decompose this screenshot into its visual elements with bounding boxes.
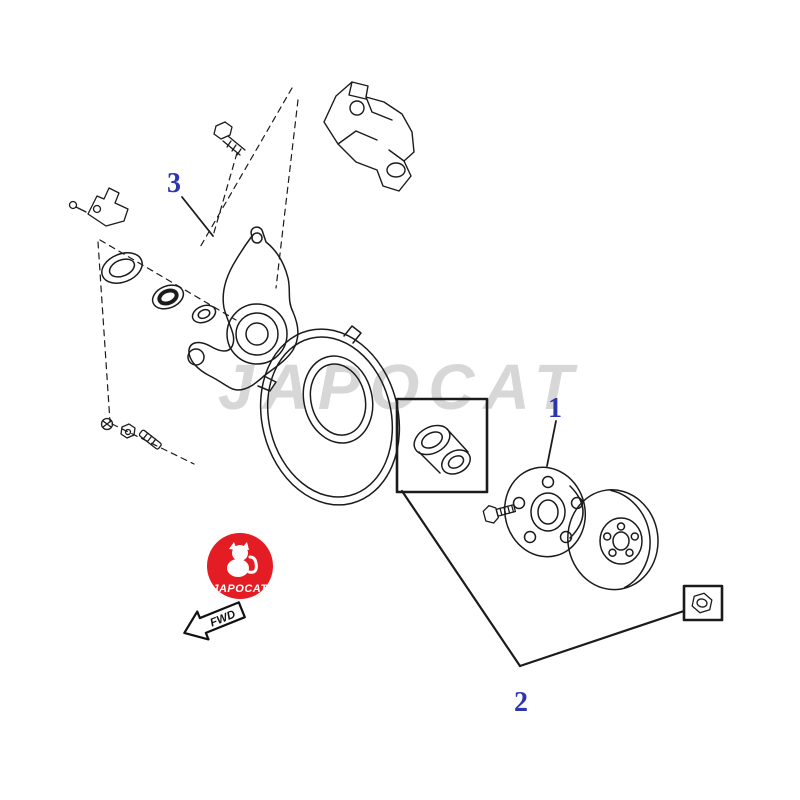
brand-logo-text: JAPOCAT: [212, 583, 268, 595]
brake-rotor: [567, 489, 659, 591]
small-fasteners: [100, 417, 162, 450]
leader-line-2: [400, 489, 686, 668]
callout-1[interactable]: 1: [548, 393, 562, 424]
brake-caliper: [323, 81, 415, 192]
callout-2[interactable]: 2: [514, 687, 528, 718]
hub-bolt: [482, 504, 517, 524]
knuckle-seals: [101, 252, 217, 324]
brake-hose-bracket: [68, 187, 129, 227]
callout-3[interactable]: 3: [167, 168, 181, 199]
brand-logo: JAPOCAT: [207, 533, 273, 599]
wheel-bearing-box: [395, 397, 489, 494]
grease-cap-nut: [691, 592, 713, 614]
steering-knuckle: [187, 226, 299, 392]
cat-icon: [227, 542, 258, 577]
fwd-arrow: FWD: [183, 601, 246, 641]
wheel-bearing: [413, 424, 471, 475]
grease-cap-box: [682, 584, 724, 622]
leader-line-1: [546, 420, 557, 467]
caliper-bolt: [213, 121, 246, 156]
dust-shield: [259, 325, 401, 506]
wheel-hub: [503, 466, 587, 558]
leader-line-3: [181, 196, 214, 237]
